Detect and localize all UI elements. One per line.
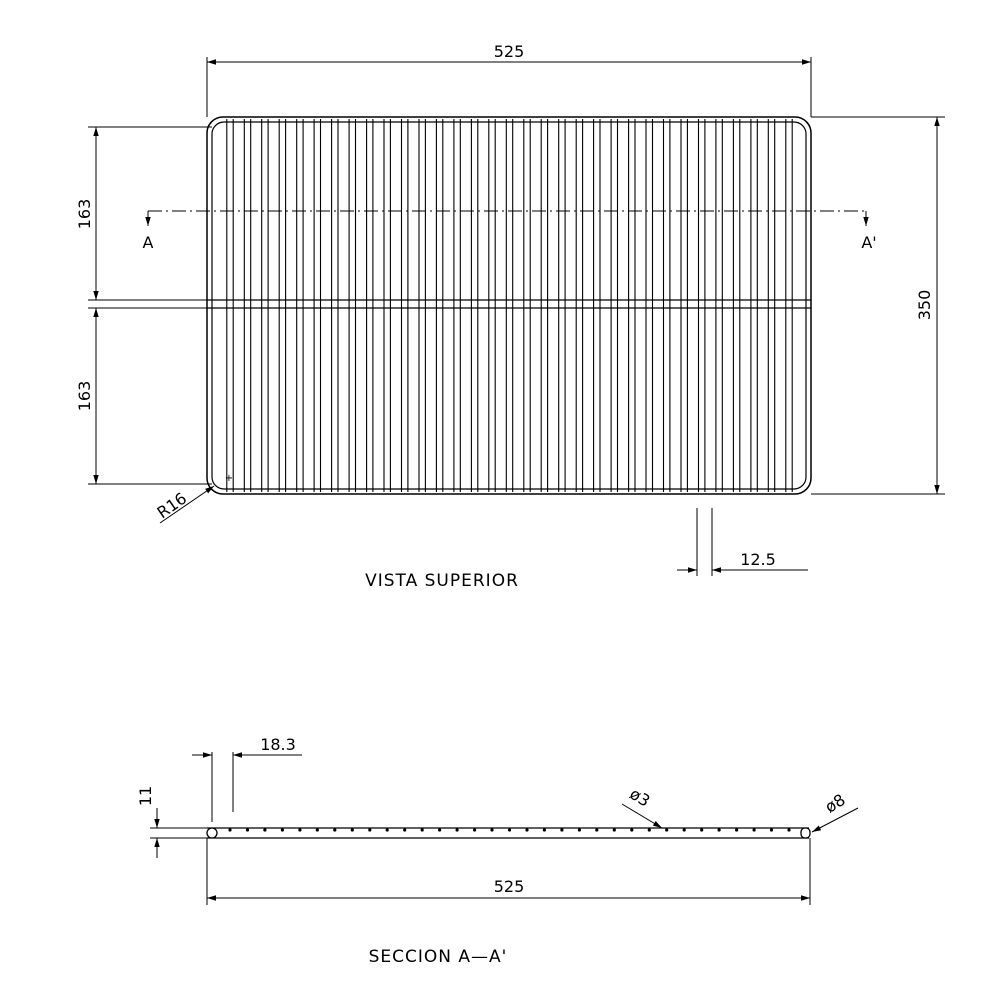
cross-wire-33 — [787, 828, 791, 832]
radius-dim-label: R16 — [154, 489, 191, 523]
cross-wire-27 — [682, 828, 686, 832]
lower-half-dim-label: 163 — [75, 381, 94, 412]
grid-bars — [226, 119, 793, 492]
section-view-title: SECCION A—A' — [369, 947, 508, 967]
frame-wire-right — [800, 827, 811, 839]
cross-wire-30 — [735, 828, 739, 832]
radius-leader — [159, 485, 215, 524]
cross-wire-11 — [403, 828, 407, 832]
height-dim-label: 350 — [915, 290, 934, 321]
cross-wire-23 — [612, 828, 616, 832]
section-label-left: A — [143, 233, 154, 252]
section-height-dim-label: 11 — [136, 786, 155, 806]
cross-wire-19 — [542, 828, 547, 832]
cross-wire-25 — [647, 828, 651, 832]
pitch-dim-label: 18.3 — [260, 735, 296, 754]
outer-frame — [206, 116, 812, 495]
cross-wire-8 — [350, 828, 354, 832]
cross-wire-15 — [473, 828, 477, 832]
cross-wire-31 — [752, 828, 756, 832]
section-label-right: A' — [861, 233, 876, 252]
frame-dia-label: ø8 — [822, 790, 849, 817]
cross-wire-7 — [333, 828, 337, 832]
cross-wire-16 — [490, 828, 494, 832]
cross-wire-22 — [595, 828, 599, 832]
section-view: 525 18.3 11 ø3 ø8 SECCION A—A' — [136, 735, 859, 967]
cross-wire-17 — [507, 828, 512, 832]
cross-wires — [228, 828, 791, 832]
center-mark: + — [225, 473, 233, 484]
cross-wire-10 — [385, 828, 389, 832]
inner-frame — [211, 121, 807, 490]
cross-wire-24 — [630, 828, 634, 832]
cross-wire-26 — [665, 828, 669, 832]
cross-wire-29 — [717, 828, 721, 832]
section-width-dim-label: 525 — [494, 877, 525, 896]
cross-wire-5 — [298, 828, 302, 832]
cross-wire-3 — [263, 828, 267, 832]
cross-wire-20 — [560, 828, 564, 832]
wire-dia-leader — [621, 803, 663, 829]
cross-wire-13 — [438, 828, 442, 832]
width-dim-label: 525 — [494, 42, 525, 61]
top-view-title: VISTA SUPERIOR — [365, 571, 519, 591]
wire-dia-label: ø3 — [626, 784, 653, 811]
upper-half-dim-label: 163 — [75, 199, 94, 230]
cross-wire-2 — [245, 828, 250, 832]
cross-wire-6 — [315, 828, 319, 832]
spacing-dim-label: 12.5 — [740, 550, 776, 569]
cross-wire-4 — [280, 828, 284, 832]
cross-wire-28 — [700, 828, 704, 832]
cross-wire-32 — [769, 828, 774, 832]
frame-dia-leader — [811, 807, 859, 833]
cross-wire-14 — [455, 828, 459, 832]
top-view: 525 350 163 163 A A' R16 + 12.5 VISTA SU… — [75, 42, 945, 591]
cross-wire-18 — [525, 828, 529, 832]
cross-wire-1 — [228, 828, 232, 832]
cross-wire-12 — [420, 828, 424, 832]
cross-wire-9 — [368, 828, 372, 832]
frame-wire-left — [206, 827, 218, 839]
cross-wire-21 — [577, 828, 582, 832]
